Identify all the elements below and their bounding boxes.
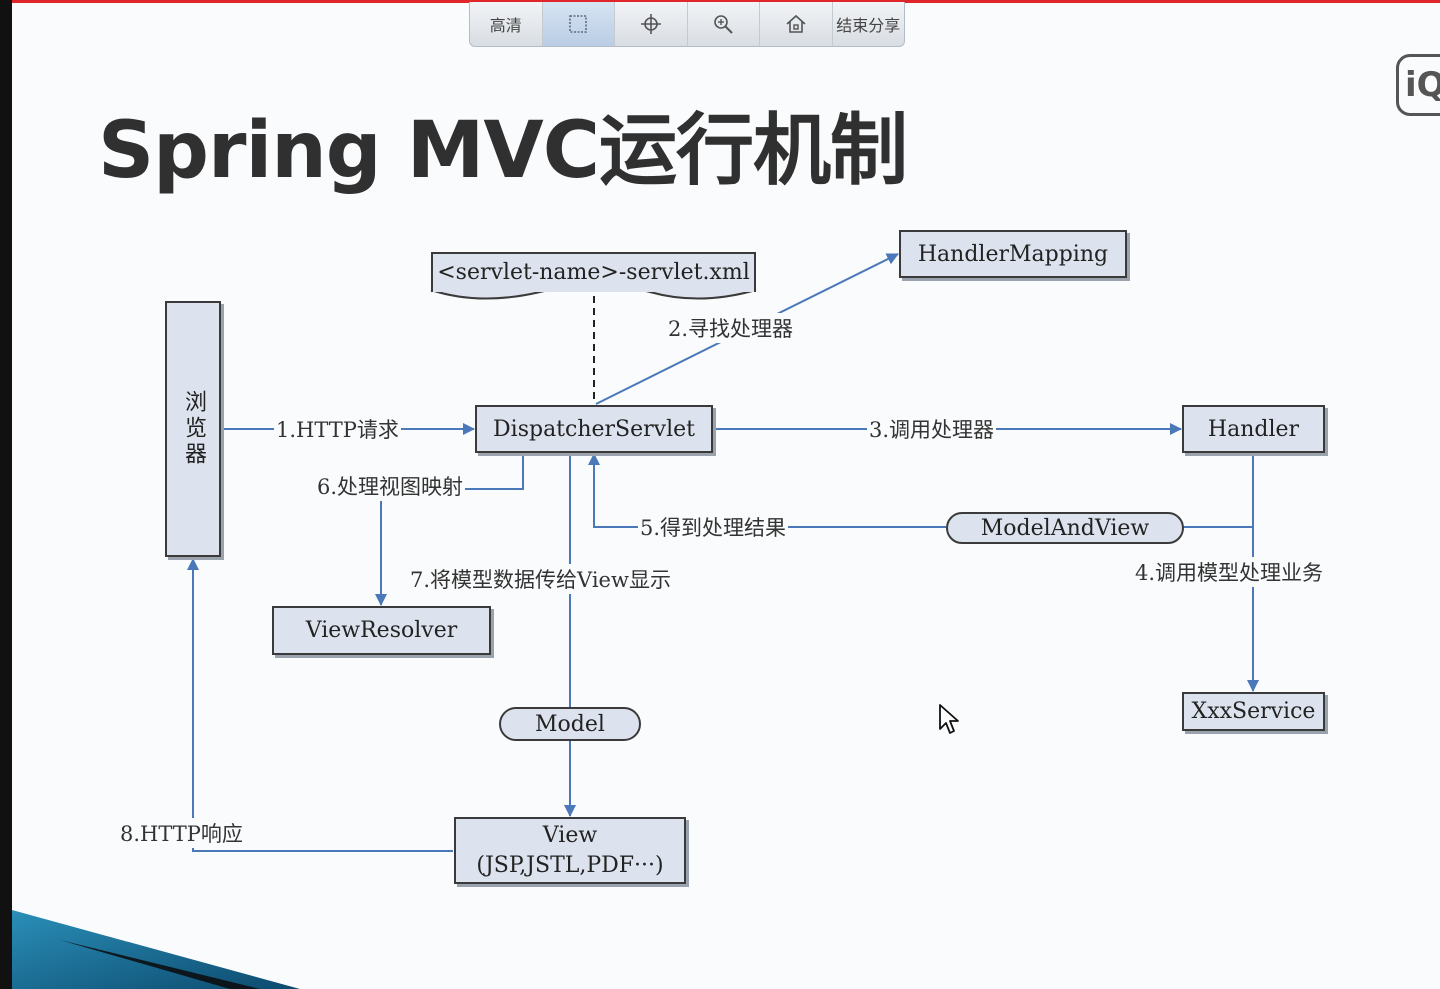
label-step4: 4.调用模型处理业务: [1133, 557, 1326, 587]
model-pill: Model: [499, 707, 641, 741]
view-resolver-box: ViewResolver: [272, 606, 491, 655]
label-step3: 3.调用处理器: [867, 414, 997, 444]
zoom-button[interactable]: [688, 2, 760, 46]
label-step5: 5.得到处理结果: [638, 512, 789, 542]
view-box-types: (JSP,JSTL,PDF···): [476, 852, 664, 878]
select-region-button[interactable]: [542, 2, 615, 46]
servlet-config-doc: <servlet-name>-servlet.xml: [431, 252, 756, 292]
label-step1: 1.HTTP请求: [274, 414, 401, 444]
arrow-step5b: [588, 453, 946, 528]
slide-corner-decoration: [0, 900, 300, 989]
hd-button[interactable]: 高清: [470, 2, 543, 46]
model-and-view-pill: ModelAndView: [946, 512, 1184, 544]
iqiyi-logo: iQI: [1396, 54, 1440, 116]
select-region-icon: [569, 15, 588, 33]
xxx-service-box: XxxService: [1182, 692, 1325, 731]
top-red-line: [0, 0, 1440, 3]
end-share-button[interactable]: 结束分享: [836, 16, 901, 35]
home-button[interactable]: [760, 2, 833, 46]
crosshair-icon: [640, 14, 661, 34]
label-step8: 8.HTTP响应: [118, 818, 245, 848]
view-box-title: View: [542, 822, 598, 848]
label-step6: 6.处理视图映射: [315, 471, 466, 501]
handler-box: Handler: [1182, 405, 1325, 453]
share-toolbar: 高清 结束分享: [469, 2, 905, 47]
browser-label: 浏览器: [181, 390, 206, 468]
label-step2: 2.寻找处理器: [666, 313, 796, 343]
zoom-in-icon: [714, 15, 733, 34]
view-box: View (JSP,JSTL,PDF···): [454, 817, 686, 884]
home-icon: [786, 14, 806, 33]
page-title: Spring MVC运行机制: [98, 106, 908, 196]
crosshair-button[interactable]: [615, 2, 688, 46]
arrow-step8: [187, 558, 453, 852]
mouse-cursor-icon: [939, 704, 959, 734]
handler-mapping-box: HandlerMapping: [899, 230, 1127, 278]
label-step7: 7.将模型数据传给View显示: [408, 564, 673, 594]
dispatcher-servlet-box: DispatcherServlet: [475, 405, 713, 453]
browser-box: 浏览器: [165, 301, 221, 557]
left-black-bar: [0, 0, 12, 989]
